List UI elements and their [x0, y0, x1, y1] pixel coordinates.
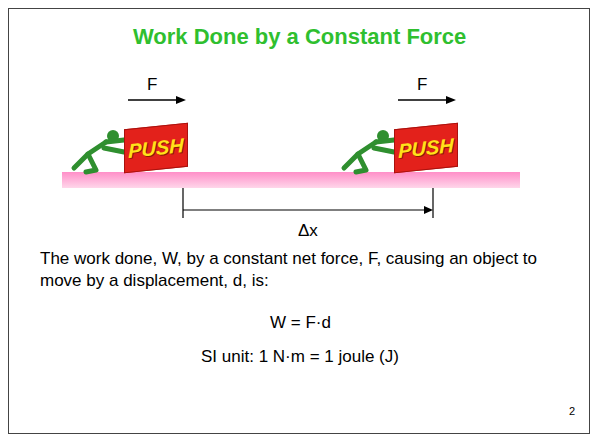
- unit-note: SI unit: 1 N·m = 1 joule (J): [201, 346, 399, 368]
- displacement-arrow: [183, 188, 433, 218]
- body-text: The work done, W, by a constant net forc…: [40, 248, 565, 292]
- pusher-figure: [344, 130, 394, 172]
- push-box: PUSH: [124, 123, 188, 174]
- box-text: PUSH: [128, 134, 184, 163]
- slide-number: 2: [569, 404, 575, 418]
- force-arrow: [398, 96, 456, 104]
- equation: W = F·d: [270, 312, 331, 334]
- force-label: F: [147, 74, 157, 96]
- force-arrow: [128, 96, 186, 104]
- pusher-figure: [74, 130, 124, 172]
- force-label: F: [417, 74, 427, 96]
- push-box: PUSH: [394, 123, 458, 174]
- displacement-label: Δx: [298, 220, 318, 242]
- floor: [62, 172, 520, 188]
- slide-title: Work Done by a Constant Force: [133, 24, 466, 50]
- box-text: PUSH: [398, 134, 454, 163]
